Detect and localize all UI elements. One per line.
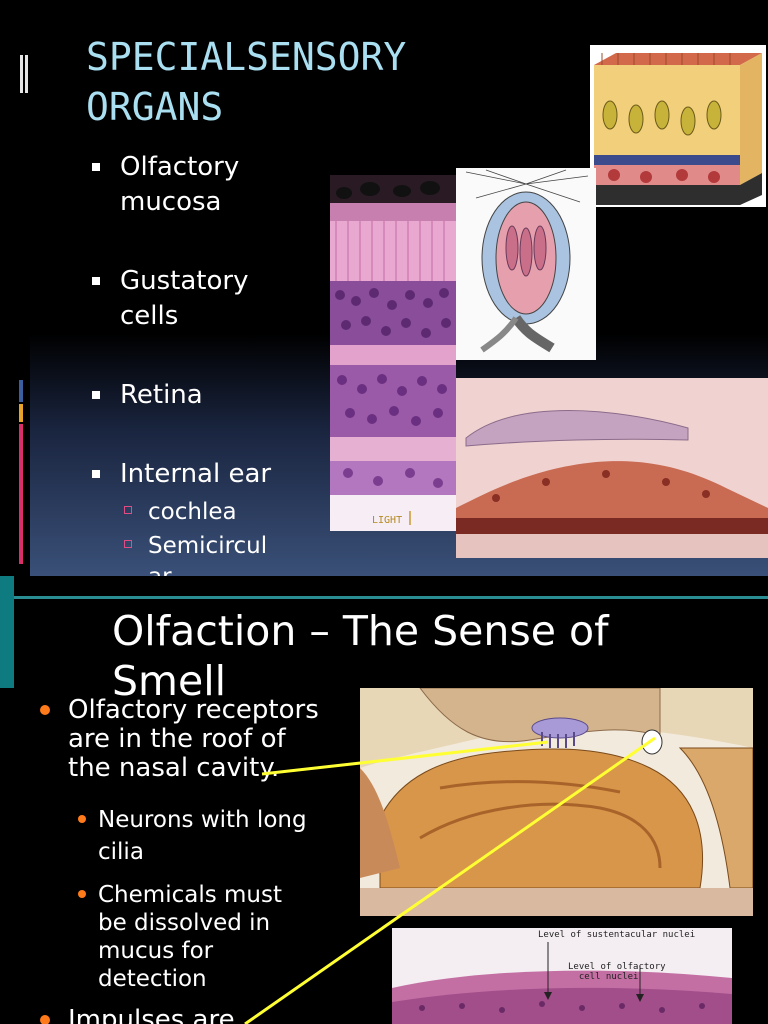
slide-special-sensory-organs: SPECIALSENSORY ORGANS Olfactory mucosa G…	[0, 0, 768, 576]
square-bullet-icon	[92, 470, 100, 478]
square-bullet-icon	[92, 391, 100, 399]
slide-left-strip	[0, 0, 30, 576]
sub-bullet-semicircular: Semicircul	[124, 531, 267, 576]
dot-bullet-icon	[40, 1015, 50, 1024]
taste-bud-image	[456, 168, 596, 360]
slide-title: Olfaction – The Sense of Smell	[112, 607, 609, 705]
square-bullet-icon	[92, 163, 100, 171]
sub-bullet-cochlea: cochlea	[124, 497, 237, 576]
retina-histology-image: LIGHT	[330, 175, 456, 531]
slide-edge-mark	[19, 424, 23, 564]
olfactory-mucosa-histology-image: Level of sustentacular nuclei Level of o…	[392, 928, 732, 1024]
slide-top-rule	[14, 596, 768, 599]
hollow-square-bullet-icon	[124, 506, 132, 514]
sub-bullet-continuation: ar	[124, 562, 172, 576]
dot-bullet-icon	[78, 890, 86, 898]
slide-edge-mark	[25, 55, 28, 93]
slide-olfaction: Olfaction – The Sense of Smell Olfactory…	[0, 576, 768, 1024]
slide-edge-mark	[19, 380, 23, 402]
slide-title-line1: SPECIALSENSORY	[86, 35, 407, 79]
hollow-square-bullet-icon	[124, 540, 132, 548]
slide-edge-mark	[19, 404, 23, 422]
histo-label-olfactory-nuclei: Level of olfactory cell nuclei	[568, 962, 666, 982]
slide-edge-mark	[20, 55, 23, 93]
dot-bullet-icon	[40, 705, 50, 715]
histo-label-sustentacular: Level of sustentacular nuclei	[538, 930, 696, 940]
slide-accent-bar	[0, 576, 14, 688]
dot-bullet-icon	[78, 815, 86, 823]
slide-title-line2: ORGANS	[86, 85, 224, 129]
square-bullet-icon	[92, 277, 100, 285]
nasal-cavity-image	[360, 688, 753, 916]
retina-light-label: LIGHT	[372, 515, 403, 526]
olfactory-epithelium-image	[590, 45, 766, 207]
cochlea-histology-image	[456, 378, 768, 558]
